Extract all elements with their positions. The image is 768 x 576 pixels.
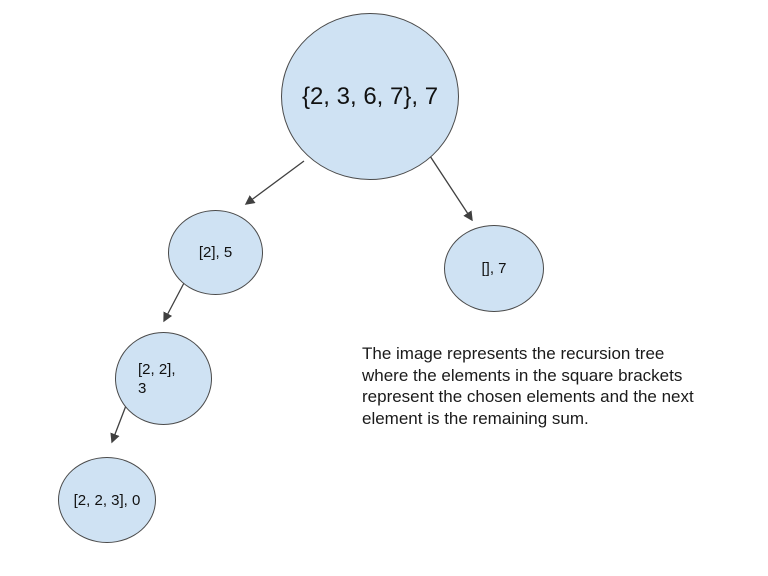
arrow-root-to-right-child-icon xyxy=(427,152,473,222)
node-left-greatgrandchild: [2, 2, 3], 0 xyxy=(58,457,156,543)
node-left-child: [2], 5 xyxy=(168,210,263,295)
caption-line: The image represents the recursion tree xyxy=(362,344,665,363)
arrow-left-child-to-grandchild-icon xyxy=(163,282,185,323)
node-left-grandchild-label-line2: 3 xyxy=(138,379,147,397)
node-right-child-label: [], 7 xyxy=(481,260,507,277)
arrow-grandchild-to-greatgrandchild-icon xyxy=(110,402,128,444)
caption-line: where the elements in the square bracket… xyxy=(362,365,683,385)
caption-line: represent the chosen elements and the ne… xyxy=(362,387,694,406)
node-left-grandchild-label-line1: [2, 2], xyxy=(138,360,176,378)
arrow-root-to-left-child-icon xyxy=(244,160,305,205)
node-left-child-label: [2], 5 xyxy=(198,244,233,261)
node-left-greatgrandchild-label: [2, 2, 3], 0 xyxy=(73,491,141,509)
node-left-grandchild-label: [2, 2], 3 xyxy=(138,360,176,398)
caption: The image represents the recursion tree … xyxy=(362,343,762,429)
node-root: {2, 3, 6, 7}, 7 xyxy=(281,13,459,180)
node-root-label: {2, 3, 6, 7}, 7 xyxy=(301,82,439,110)
caption-line: element is the remaining sum. xyxy=(362,408,589,428)
node-left-grandchild: [2, 2], 3 xyxy=(115,332,212,425)
node-right-child: [], 7 xyxy=(444,225,544,312)
